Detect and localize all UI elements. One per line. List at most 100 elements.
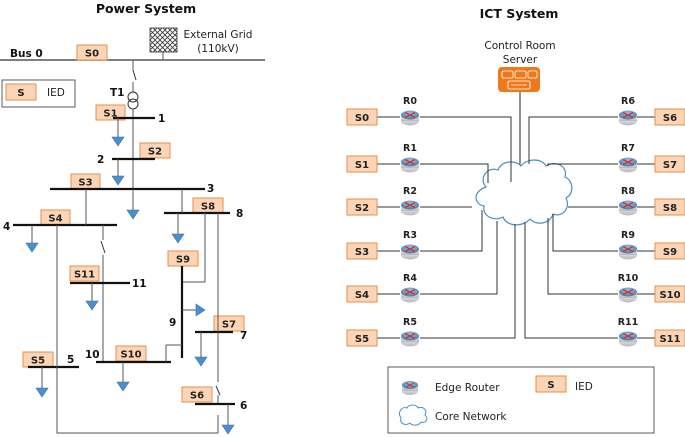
- load-icon: [195, 303, 206, 317]
- edge-router-R3[interactable]: [401, 244, 419, 260]
- external-grid-label: External Grid: [184, 29, 253, 41]
- svg-text:S10: S10: [659, 290, 680, 301]
- external-grid-icon: [149, 27, 178, 53]
- svg-text:S6: S6: [190, 391, 204, 402]
- switch-icon: [215, 385, 221, 396]
- router-label: R11: [618, 317, 639, 328]
- svg-text:S3: S3: [78, 178, 92, 189]
- transformer-icon: [127, 91, 139, 103]
- router-label: R6: [621, 96, 635, 107]
- edge-router-R9[interactable]: [619, 244, 637, 260]
- bus-8-label: 8: [236, 208, 243, 220]
- ict-ied-S3[interactable]: S3: [346, 242, 378, 260]
- svg-text:S7: S7: [222, 320, 236, 331]
- edge-router-R0[interactable]: [401, 110, 419, 126]
- ied-S3[interactable]: S3: [70, 173, 101, 190]
- bus-11-label: 11: [132, 278, 147, 290]
- ied-S6[interactable]: S6: [181, 386, 213, 403]
- svg-text:S2: S2: [148, 147, 162, 158]
- svg-text:S5: S5: [355, 334, 369, 345]
- ied-S2[interactable]: S2: [139, 142, 171, 159]
- legend-ied-symbol: [535, 375, 567, 393]
- load-icon: [25, 242, 39, 253]
- svg-text:S7: S7: [663, 160, 677, 171]
- svg-text:S6: S6: [663, 113, 677, 124]
- router-label: R3: [403, 230, 417, 241]
- network-link: [528, 116, 618, 164]
- svg-text:S10: S10: [120, 350, 141, 361]
- ied-S10[interactable]: S10: [115, 345, 147, 362]
- switch-icon: [100, 240, 106, 254]
- edge-router-R5[interactable]: [401, 331, 419, 347]
- bus-10-label: 10: [85, 349, 100, 361]
- router-label: R7: [621, 143, 635, 154]
- ied-S0[interactable]: S0: [76, 44, 108, 61]
- bus-2-label: 2: [97, 154, 104, 166]
- legend-core-network-icon: [399, 404, 428, 426]
- ict-ied-S1[interactable]: S1: [346, 155, 378, 173]
- core-network-cloud-icon[interactable]: [475, 159, 573, 226]
- server-label-2: Server: [503, 54, 538, 66]
- legend-core-network-label: Core Network: [435, 411, 507, 423]
- edge-router-R6[interactable]: [619, 110, 637, 126]
- router-label: R0: [403, 96, 417, 107]
- ict-ied-S5[interactable]: S5: [346, 329, 378, 347]
- edge-router-R2[interactable]: [401, 200, 419, 216]
- load-icon: [126, 209, 140, 220]
- bus-5-label: 5: [67, 354, 74, 366]
- power-system: Power System Bus 0 External Grid (110kV)…: [0, 1, 265, 435]
- edge-router-R1[interactable]: [401, 157, 419, 173]
- ict-ied-S2[interactable]: S2: [346, 198, 378, 216]
- router-label: R10: [618, 273, 639, 284]
- edge-router-R11[interactable]: [619, 331, 637, 347]
- svg-text:S8: S8: [663, 203, 677, 214]
- ict-ied-S11[interactable]: S11: [654, 329, 685, 347]
- router-label: R5: [403, 317, 417, 328]
- edge-router-R7[interactable]: [619, 157, 637, 173]
- ict-ied-S9[interactable]: S9: [654, 242, 685, 260]
- edge-router-R4[interactable]: [401, 287, 419, 303]
- ict-system-title: ICT System: [480, 6, 559, 21]
- load-icon: [111, 175, 125, 186]
- svg-text:S3: S3: [355, 247, 369, 258]
- router-label: R8: [621, 186, 635, 197]
- bus-7-label: 7: [240, 330, 247, 342]
- ied-S4[interactable]: S4: [40, 209, 71, 226]
- network-link: [420, 221, 498, 295]
- ict-ied-S4[interactable]: S4: [346, 285, 378, 303]
- legend-ied-symbol: [5, 83, 37, 101]
- ict-ied-S8[interactable]: S8: [654, 198, 685, 216]
- svg-text:S4: S4: [355, 290, 369, 301]
- ied-S9[interactable]: S9: [167, 250, 199, 267]
- ied-S8[interactable]: S8: [192, 197, 224, 214]
- ied-S1[interactable]: S1: [95, 104, 126, 121]
- edge-router-R8[interactable]: [619, 200, 637, 216]
- ict-ied-S0[interactable]: S0: [346, 108, 378, 126]
- ict-ied-S6[interactable]: S6: [654, 108, 685, 126]
- svg-text:S2: S2: [355, 203, 369, 214]
- svg-text:S1: S1: [355, 160, 369, 171]
- ied-S11[interactable]: S11: [69, 265, 100, 282]
- bus-9-label: 9: [169, 317, 176, 329]
- bus-1-label: 1: [158, 113, 165, 125]
- transformer-label: T1: [110, 87, 124, 99]
- switch-icon: [132, 69, 137, 81]
- router-label: R2: [403, 186, 417, 197]
- ict-ied-S7[interactable]: S7: [654, 155, 685, 173]
- power-system-title: Power System: [96, 1, 196, 16]
- ict-legend: [387, 366, 655, 434]
- svg-text:S8: S8: [201, 202, 215, 213]
- network-link: [547, 218, 618, 295]
- legend-ied-label: IED: [575, 381, 593, 393]
- ict-ied-S10[interactable]: S10: [654, 285, 685, 303]
- load-icon: [221, 424, 235, 435]
- bus-0-label: Bus 0: [10, 48, 43, 60]
- router-label: R4: [403, 273, 417, 284]
- ied-S5[interactable]: S5: [22, 351, 54, 368]
- ict-system: ICT System Control Room Server S0R0S6R6S…: [346, 6, 685, 434]
- svg-text:S0: S0: [355, 113, 369, 124]
- legend-edge-router-icon: [402, 381, 418, 395]
- edge-router-R10[interactable]: [619, 287, 637, 303]
- network-link: [547, 163, 618, 166]
- control-room-server-icon[interactable]: [498, 67, 540, 92]
